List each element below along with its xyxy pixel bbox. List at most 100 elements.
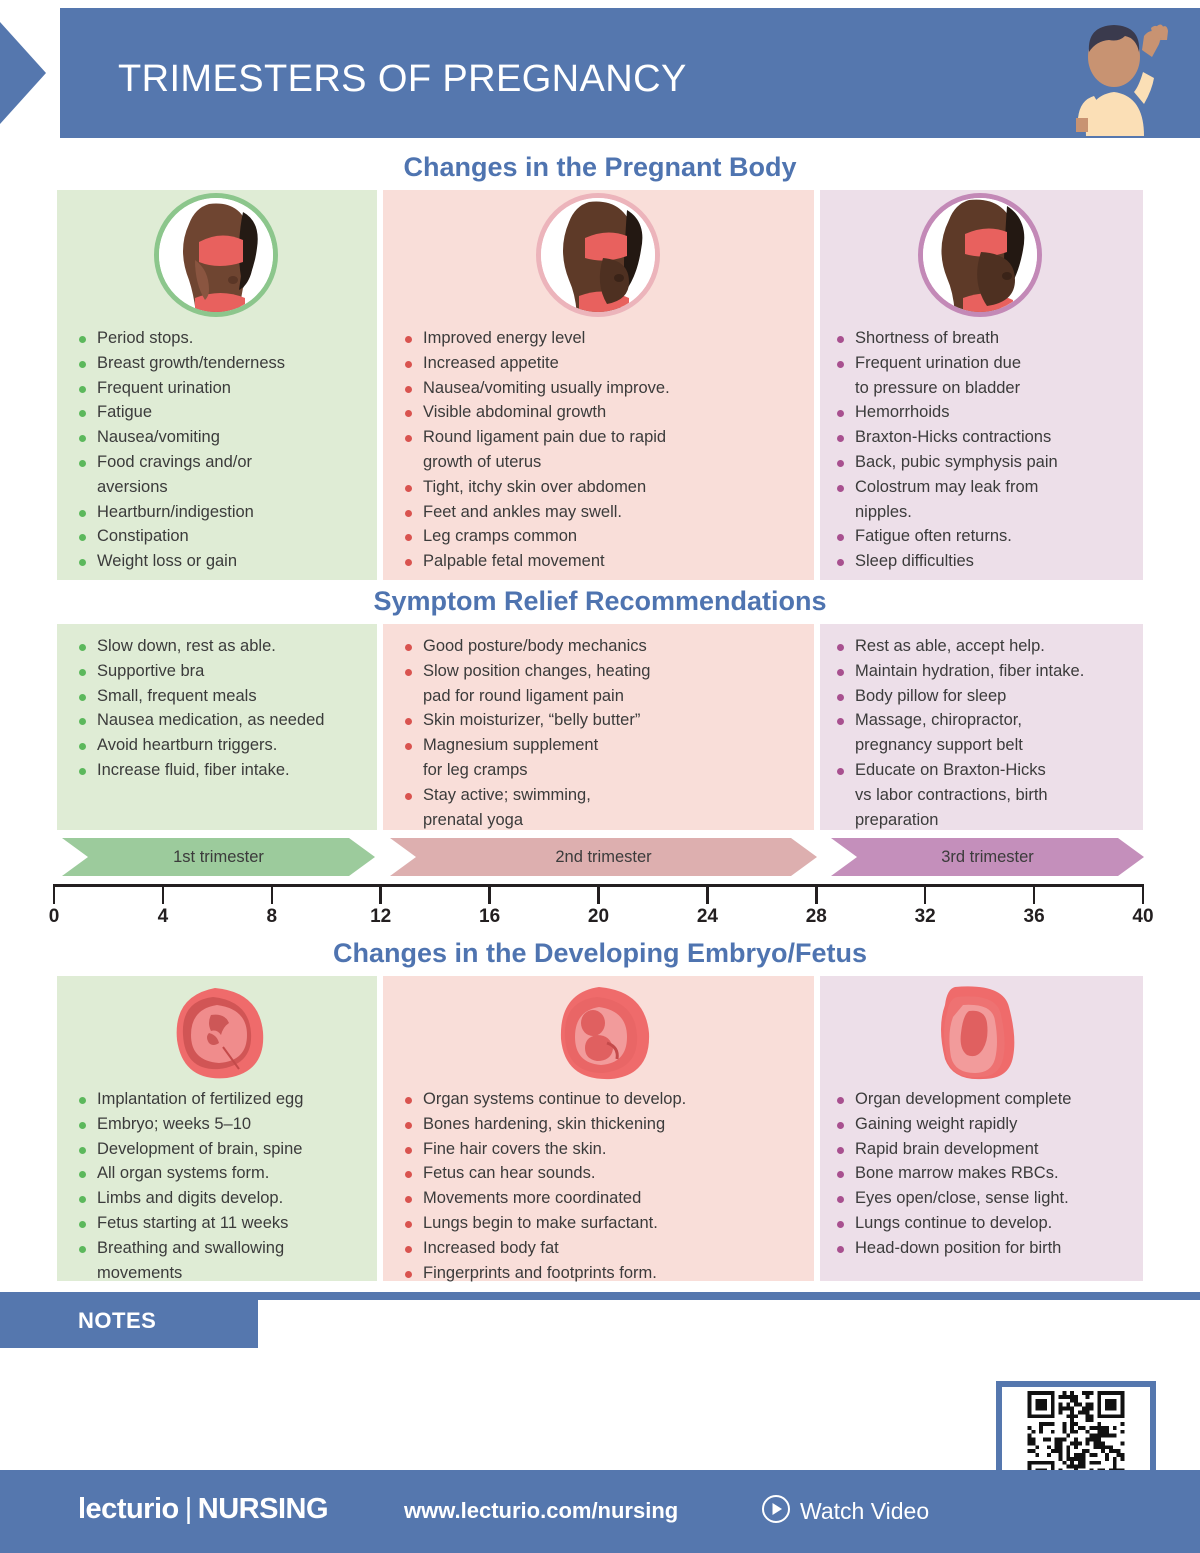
bullet-icon [837,1146,844,1154]
bullet-icon [79,459,86,467]
bullet-icon [837,484,844,492]
list-item-text: Skin moisturizer, “belly butter” [423,711,641,730]
list-item: Skin moisturizer, “belly butter” [398,709,818,733]
axis-tick [161,884,165,904]
list-item-text: Leg cramps common [423,527,578,546]
logo-separator: | [184,1493,193,1525]
axis-tick-label: 12 [370,906,392,927]
list-item: Fingerprints and footprints form. [398,1262,818,1286]
list-item: Lungs begin to make surfactant. [398,1212,818,1236]
section-heading-symptom-relief: Symptom Relief Recommendations [373,586,827,616]
bullet-icon [837,459,844,467]
list-item: Fetus can hear sounds. [398,1162,818,1186]
bullet-icon [405,410,412,418]
play-circle-icon[interactable] [761,1494,791,1524]
axis-tick [379,884,382,904]
lecturio-logo[interactable]: lecturio|NURSING [78,1493,329,1526]
axis-tick-label: 8 [266,906,278,927]
footer-url[interactable]: www.lecturio.com/nursing [404,1498,679,1523]
bullet-icon [79,509,86,517]
list-item: Sleep difficulties [830,550,1145,574]
list-item: Constipation [72,525,377,549]
list-item-text: Slow down, rest as able. [97,637,276,655]
list-item: Development of brain, spine [72,1138,377,1162]
list-item: Magnesium supplement [398,734,818,758]
list-item-text: Organ systems continue to develop. [423,1090,687,1108]
bullet-icon [405,385,412,393]
list-item: preparation [830,809,1145,833]
pregnant-body-trimester3-image [918,193,1042,317]
list-item: Educate on Braxton-Hicks [830,759,1145,783]
list-item: Body pillow for sleep [830,685,1145,709]
list-item-text: Small, frequent meals [97,686,257,705]
list-item-text: Nausea/vomiting [97,428,220,447]
list-item-text: Fatigue often returns. [855,527,1012,546]
bullet-icon [837,644,844,651]
list-item-text: Massage, chiropractor, [855,711,1022,730]
list-item: Shortness of breath [830,327,1145,351]
list-item: Stay active; swimming, [398,784,818,808]
list-item: Nausea/vomiting [72,426,377,450]
panel-relief-trimester1 [57,624,377,830]
list-item-text: Food cravings and/or [97,452,253,471]
axis-tick-label: 32 [914,906,936,927]
bullet-icon [405,559,412,567]
bullet-icon [79,385,86,393]
list-item: Breathing and swallowing [72,1237,377,1261]
list-item: Eyes open/close, sense light. [830,1187,1145,1211]
list-item: Tight, itchy skin over abdomen [398,476,818,500]
axis-tick [1032,884,1036,904]
list-item: Palpable fetal movement [398,550,818,574]
list-item: Breast growth/tenderness [72,352,377,376]
list-item: Round ligament pain due to rapid [398,426,818,450]
bullet-icon [79,668,86,676]
bullet-icon [405,435,412,443]
bullet-icon [79,743,86,751]
list-item-text: Improved energy level [423,329,586,347]
bullet-icon [405,1146,412,1154]
bullet-icon [79,767,86,775]
list-item-text: pad for round ligament pain [423,686,624,705]
list-item-text: Nausea/vomiting usually improve. [423,378,670,397]
list-item-text: Nausea medication, as needed [97,711,325,730]
watch-video-label[interactable]: Watch Video [800,1498,930,1524]
bullet-icon [837,1245,844,1253]
list-item: aversions [72,476,377,500]
list-item-text: Colostrum may leak from [855,477,1039,496]
list-item-text: Educate on Braxton-Hicks [855,760,1046,779]
list-item: Bones hardening, skin thickening [398,1113,818,1137]
bullet-icon [405,718,412,726]
list-item-text: movements [97,1263,183,1282]
bullet-icon [405,509,412,517]
axis-tick-label: 20 [587,906,610,927]
list-item: Rapid brain development [830,1138,1145,1162]
bullet-icon [837,435,844,443]
bullet-icon [79,534,86,542]
list-item-text: Increased appetite [423,353,559,372]
list-item-text: Head-down position for birth [855,1238,1062,1257]
list-item: Embryo; weeks 5–10 [72,1113,377,1137]
list-item: Implantation of fertilized egg [72,1088,377,1112]
bullet-icon [79,336,86,343]
list-item-text: Body pillow for sleep [855,686,1007,705]
bullet-icon [79,718,86,726]
bullet-icon [79,1196,86,1204]
list-item: Avoid heartburn triggers. [72,734,382,758]
list-item-text: Weight loss or gain [97,552,238,571]
list-item: Rest as able, accept help. [830,635,1145,659]
bullet-icon [837,718,844,726]
axis-tick [706,884,709,904]
axis-tick-label: 4 [157,906,169,927]
pregnant-body-trimester2-image [536,193,660,317]
list-item-text: Fingerprints and footprints form. [423,1263,657,1282]
list-item: Organ systems continue to develop. [398,1088,818,1112]
timeline-arrow-trimester1: 1st trimester [62,838,375,876]
logo-suffix: NURSING [197,1493,329,1525]
bullet-icon [837,1121,844,1129]
list-item-text: for leg cramps [423,760,528,779]
list-item-text: Hemorrhoids [855,403,950,422]
list-item: Slow down, rest as able. [72,635,382,659]
list-item: Food cravings and/or [72,451,377,475]
list-item-text: Feet and ankles may swell. [423,502,623,521]
